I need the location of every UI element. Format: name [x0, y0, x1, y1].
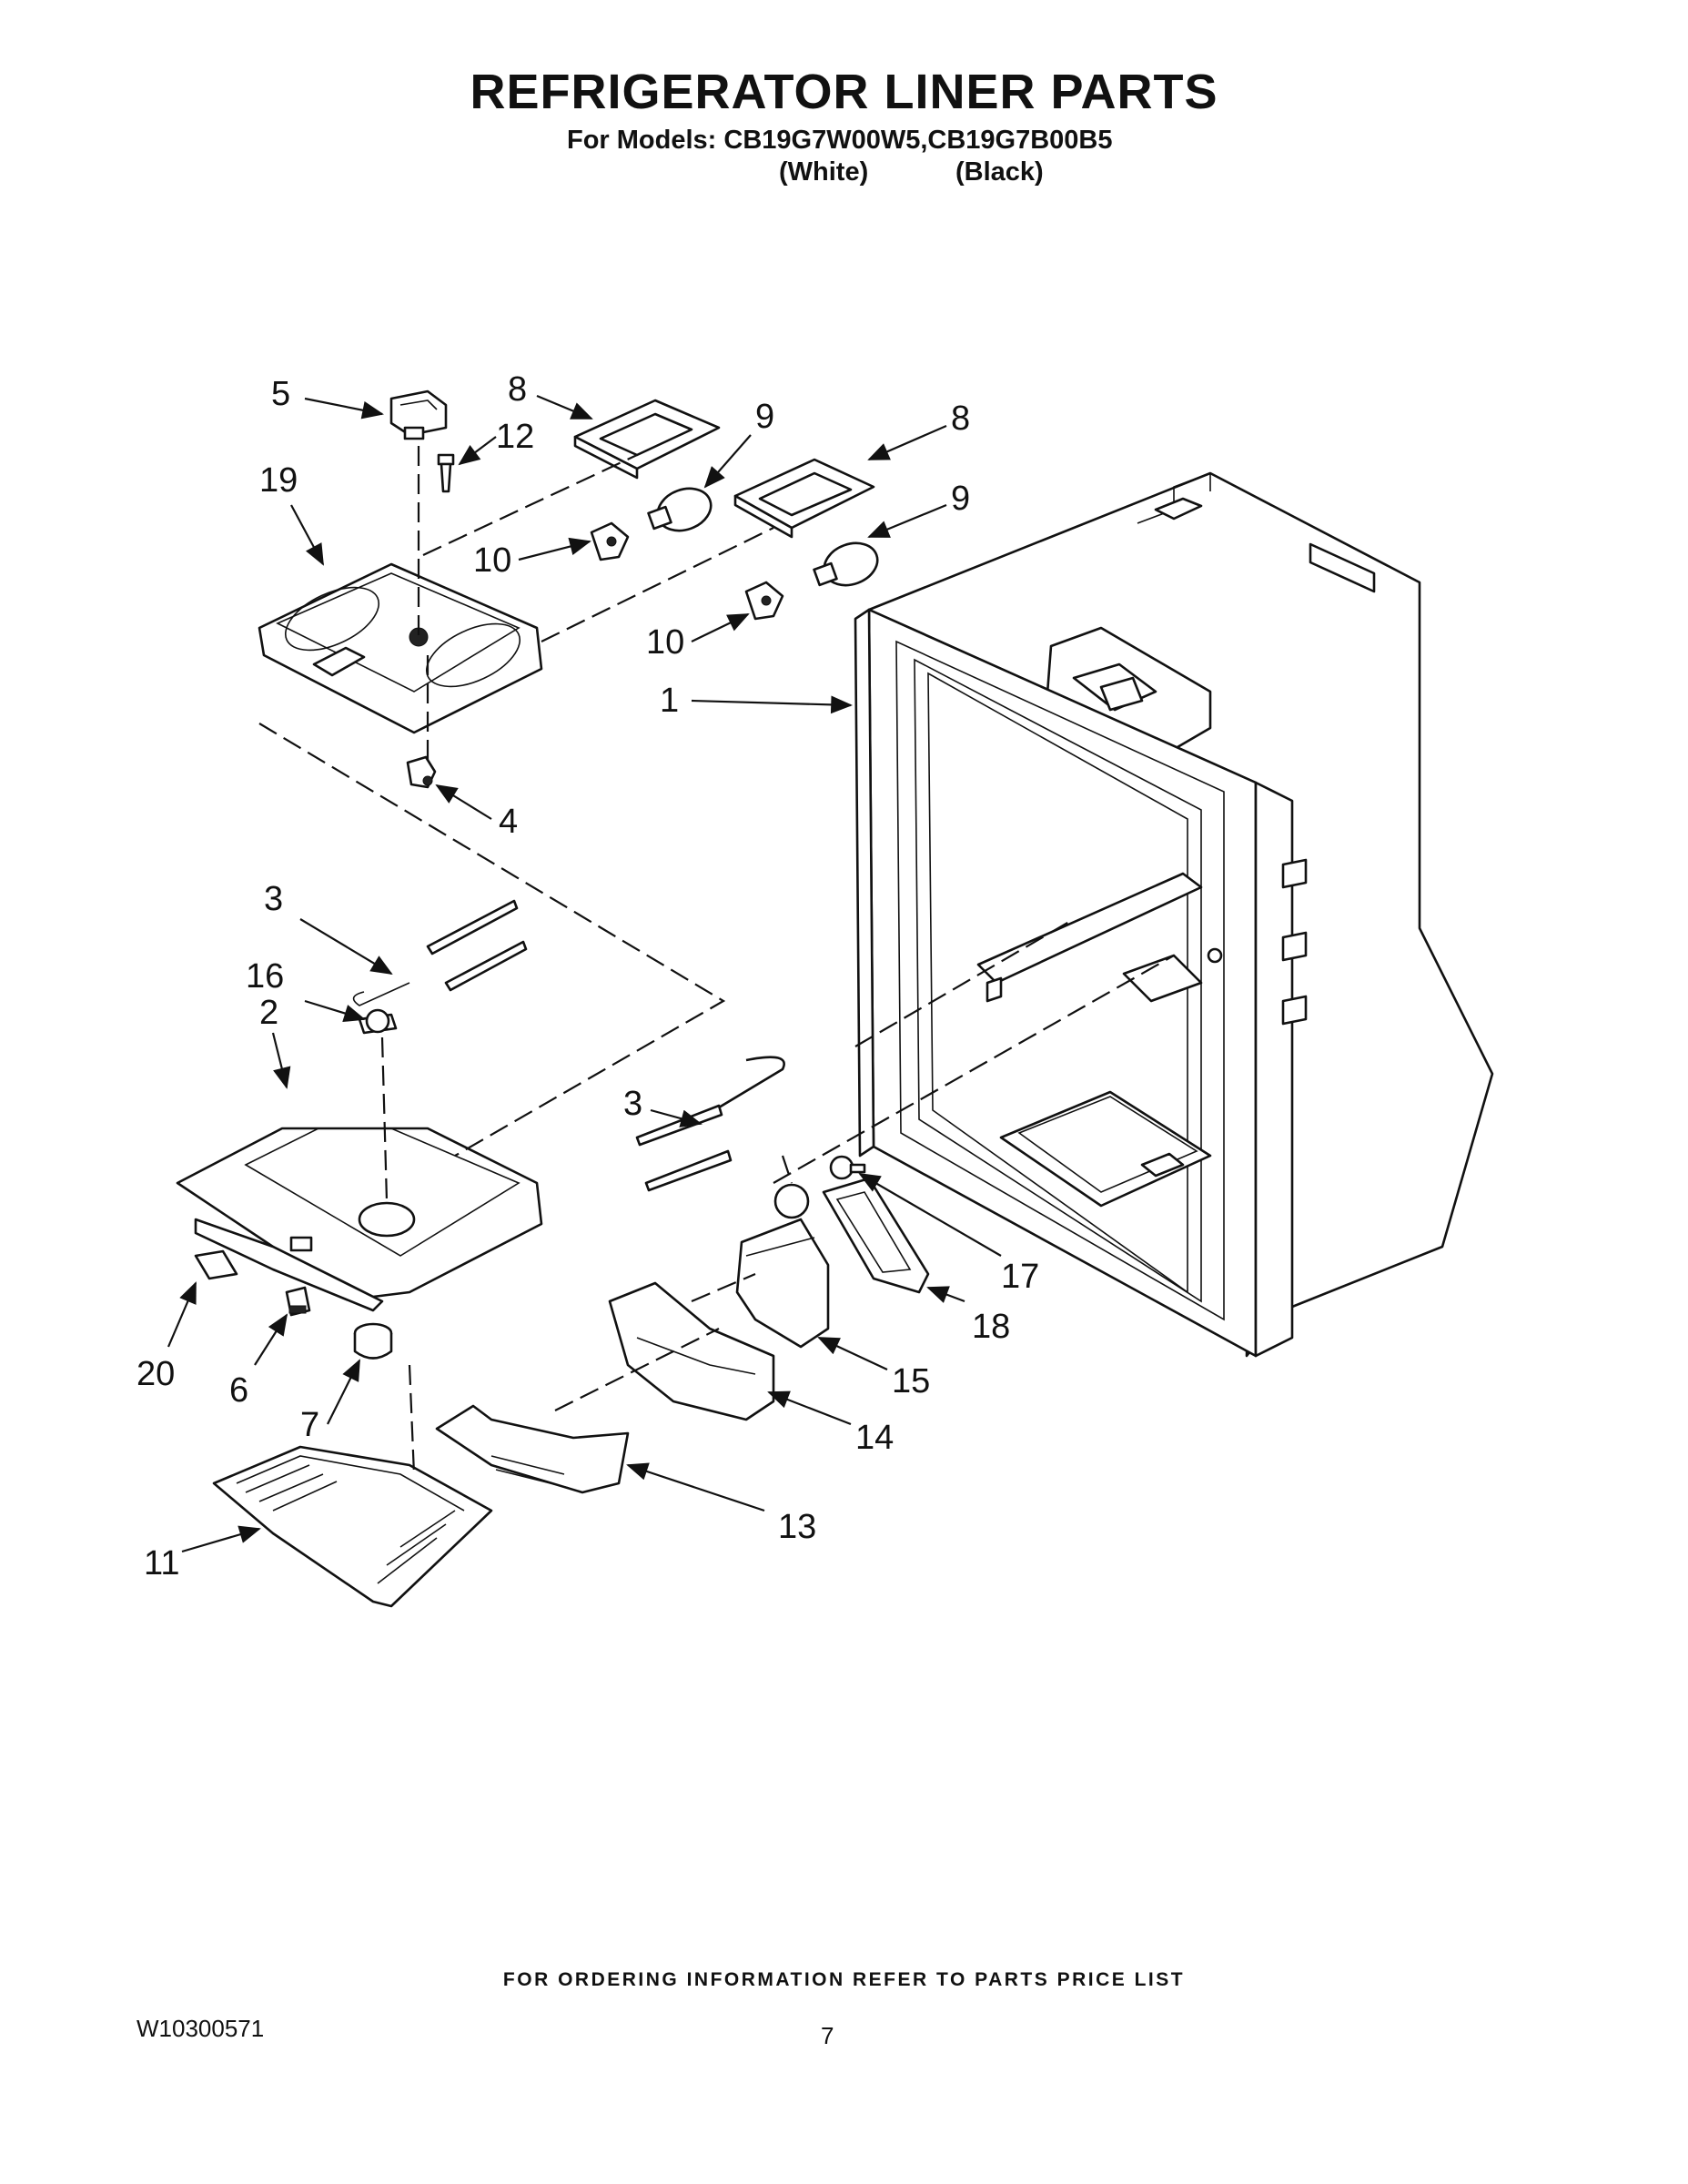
led-strip-left — [352, 899, 528, 1006]
callout-17: 17 — [1001, 1258, 1039, 1296]
callout-1: 1 — [660, 682, 679, 720]
light-shield-right — [733, 458, 875, 539]
light-bulb-right — [813, 541, 879, 587]
light-shield-left — [573, 399, 721, 480]
bulb-holder-clip — [406, 755, 437, 789]
callout-4: 4 — [499, 803, 518, 841]
callout-7: 7 — [300, 1406, 319, 1444]
callout-19: 19 — [259, 461, 298, 500]
lamp-socket-right — [744, 581, 784, 621]
page-number: 7 — [821, 2022, 834, 2049]
callout-18: 18 — [972, 1308, 1010, 1346]
document-number: W10300571 — [136, 2015, 265, 2042]
callout-14: 14 — [855, 1419, 894, 1457]
ceiling-cover — [176, 1127, 543, 1312]
callout-9: 9 — [755, 398, 774, 436]
alignment-lines — [258, 446, 1175, 1475]
models-line: For Models: CB19G7W00W5,CB19G7B00B5 — [567, 126, 1113, 155]
callout-2: 2 — [259, 994, 278, 1032]
callout-13: 13 — [778, 1508, 816, 1546]
air-duct — [435, 1404, 630, 1494]
color-black-label: (Black) — [955, 157, 1044, 187]
mounting-screw — [437, 453, 455, 493]
callout-11: 11 — [144, 1544, 179, 1582]
fan-knob — [353, 1322, 393, 1360]
light-housing — [258, 562, 543, 734]
light-switch — [389, 389, 448, 440]
callout-20: 20 — [136, 1355, 175, 1393]
door-switch — [194, 1249, 238, 1280]
leader-lines — [167, 394, 1002, 1553]
callout-3: 3 — [264, 880, 283, 918]
liner-assembly — [854, 471, 1494, 1358]
callout-16: 16 — [246, 957, 284, 996]
callout-9b: 9 — [951, 480, 970, 518]
gasket-frame — [822, 1177, 930, 1294]
callout-10: 10 — [473, 541, 511, 580]
fan-motor-cap — [358, 1008, 398, 1035]
light-bulb-left — [647, 487, 713, 532]
ordering-note: FOR ORDERING INFORMATION REFER TO PARTS … — [502, 1969, 1186, 1990]
air-grille — [212, 1445, 493, 1608]
callout-5: 5 — [271, 375, 290, 413]
led-strip-right — [635, 1056, 785, 1192]
callout-numbers: 5 12 8 9 8 9 19 10 10 1 4 3 16 2 3 17 18… — [136, 370, 1039, 1582]
lamp-socket-left — [590, 521, 630, 561]
callout-15: 15 — [892, 1362, 930, 1400]
color-white-label: (White) — [779, 157, 869, 187]
callout-6: 6 — [229, 1371, 248, 1410]
damper-assembly — [735, 1183, 830, 1349]
page-title: REFRIGERATOR LINER PARTS — [470, 65, 1218, 119]
callout-12: 12 — [496, 418, 534, 456]
callout-8: 8 — [508, 370, 527, 409]
light-switch-small — [285, 1286, 311, 1317]
screw-plug — [829, 1155, 866, 1180]
callout-8b: 8 — [951, 399, 970, 438]
callout-10b: 10 — [646, 623, 684, 662]
callout-3b: 3 — [623, 1085, 642, 1123]
